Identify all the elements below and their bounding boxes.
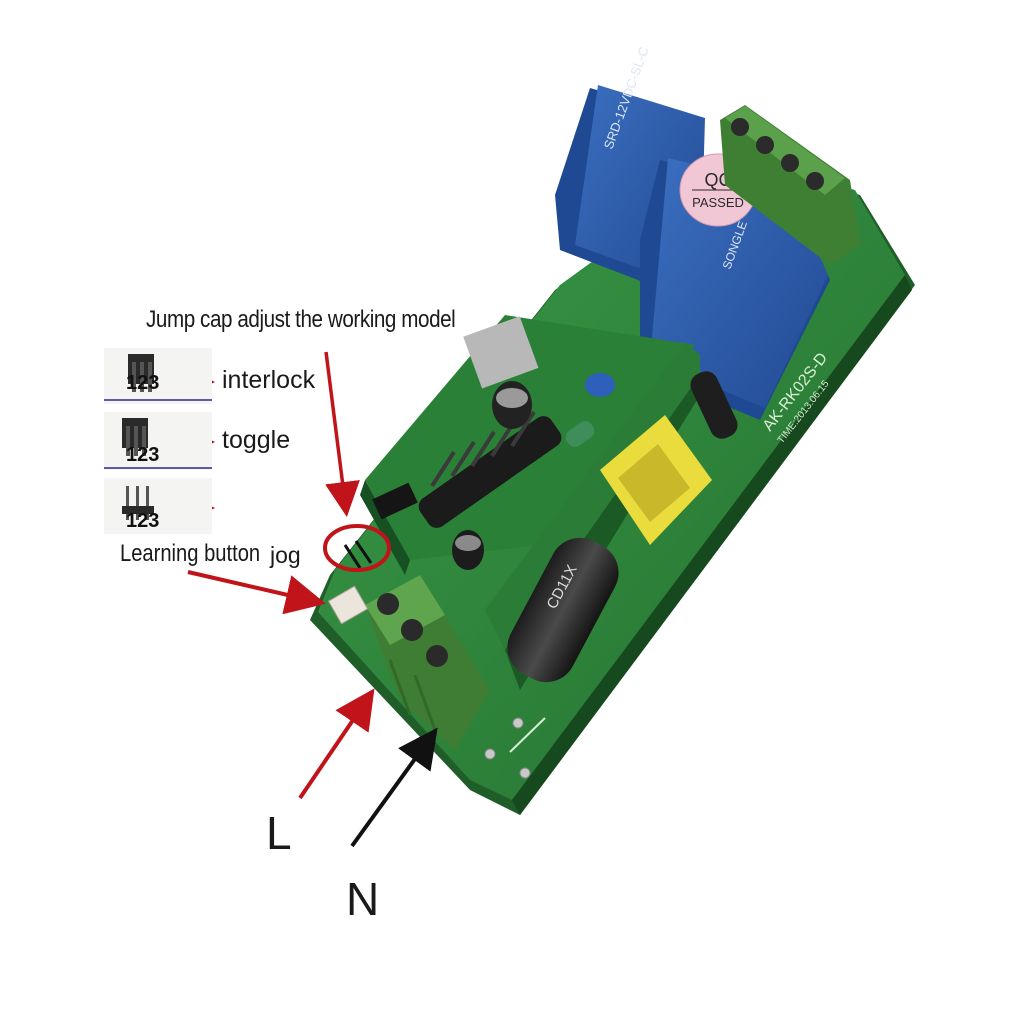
- pin-numbers: 123: [126, 510, 160, 532]
- jumper-thumb-jog: 123: [104, 478, 212, 534]
- jumper-highlight-circle: [323, 524, 391, 572]
- output-terminal-block: [720, 105, 860, 265]
- pin-numbers: 123: [126, 444, 160, 466]
- learning-button-arrow: [187, 570, 326, 615]
- pin-numbers: 123: [126, 372, 160, 394]
- learning-button-component: [327, 585, 369, 625]
- N-arrow: [350, 727, 438, 848]
- power-board: CD11X: [485, 342, 738, 690]
- title-arrow: [324, 351, 360, 517]
- jumper-cap-icon: [104, 418, 212, 469]
- terminal-L-label: L: [266, 807, 292, 859]
- terminal-N-label: N: [346, 873, 380, 925]
- learning-button-label: Learning button: [120, 540, 261, 567]
- passed-text: PASSED: [692, 195, 744, 210]
- jog-label: jog: [270, 542, 301, 568]
- interlock-label: interlock: [222, 366, 316, 394]
- jumper-thumb-toggle: 123: [104, 412, 212, 470]
- rf-receiver-board: [343, 315, 695, 575]
- jumper-title-label: Jump cap adjust the working model: [146, 306, 456, 333]
- jumper-thumb-interlock: 123: [104, 348, 212, 404]
- jumper-cap-icon: [104, 354, 212, 401]
- jumper-pins-icon: [122, 486, 154, 520]
- L-arrow: [298, 688, 375, 800]
- input-terminal-block: [365, 575, 490, 750]
- toggle-label: toggle: [222, 426, 291, 454]
